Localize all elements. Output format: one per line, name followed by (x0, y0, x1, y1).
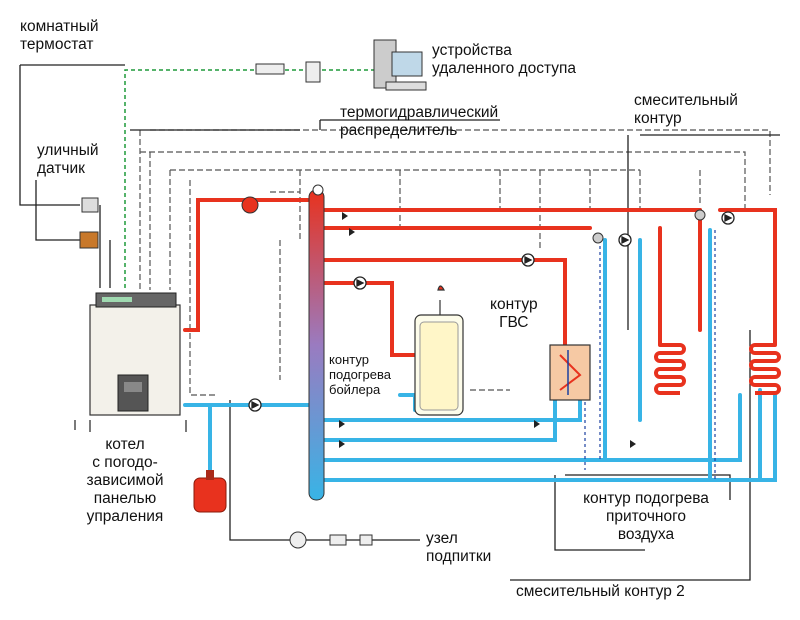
valve-icon (241, 184, 706, 448)
radiator-coil-icon (654, 343, 781, 395)
outdoor-sensor-icon (79, 197, 99, 249)
expansion-tank-icon (193, 470, 227, 513)
boiler (74, 292, 187, 432)
return-pipes (183, 228, 777, 507)
dhw-tank-icon (414, 285, 464, 416)
remote-link (124, 69, 375, 288)
supply-pipes (183, 198, 777, 357)
control-wiring (139, 129, 771, 396)
sensor-wiring (19, 64, 780, 581)
makeup-node-icon (289, 531, 373, 549)
thermostat-icon (255, 61, 321, 83)
computer-icon (373, 39, 427, 91)
hydraulic-distributor (308, 189, 325, 501)
air-heater-icon (549, 344, 591, 401)
label-mixing-circuit-2: смесительный контур 2 (516, 583, 685, 600)
pump-icon (248, 211, 735, 412)
